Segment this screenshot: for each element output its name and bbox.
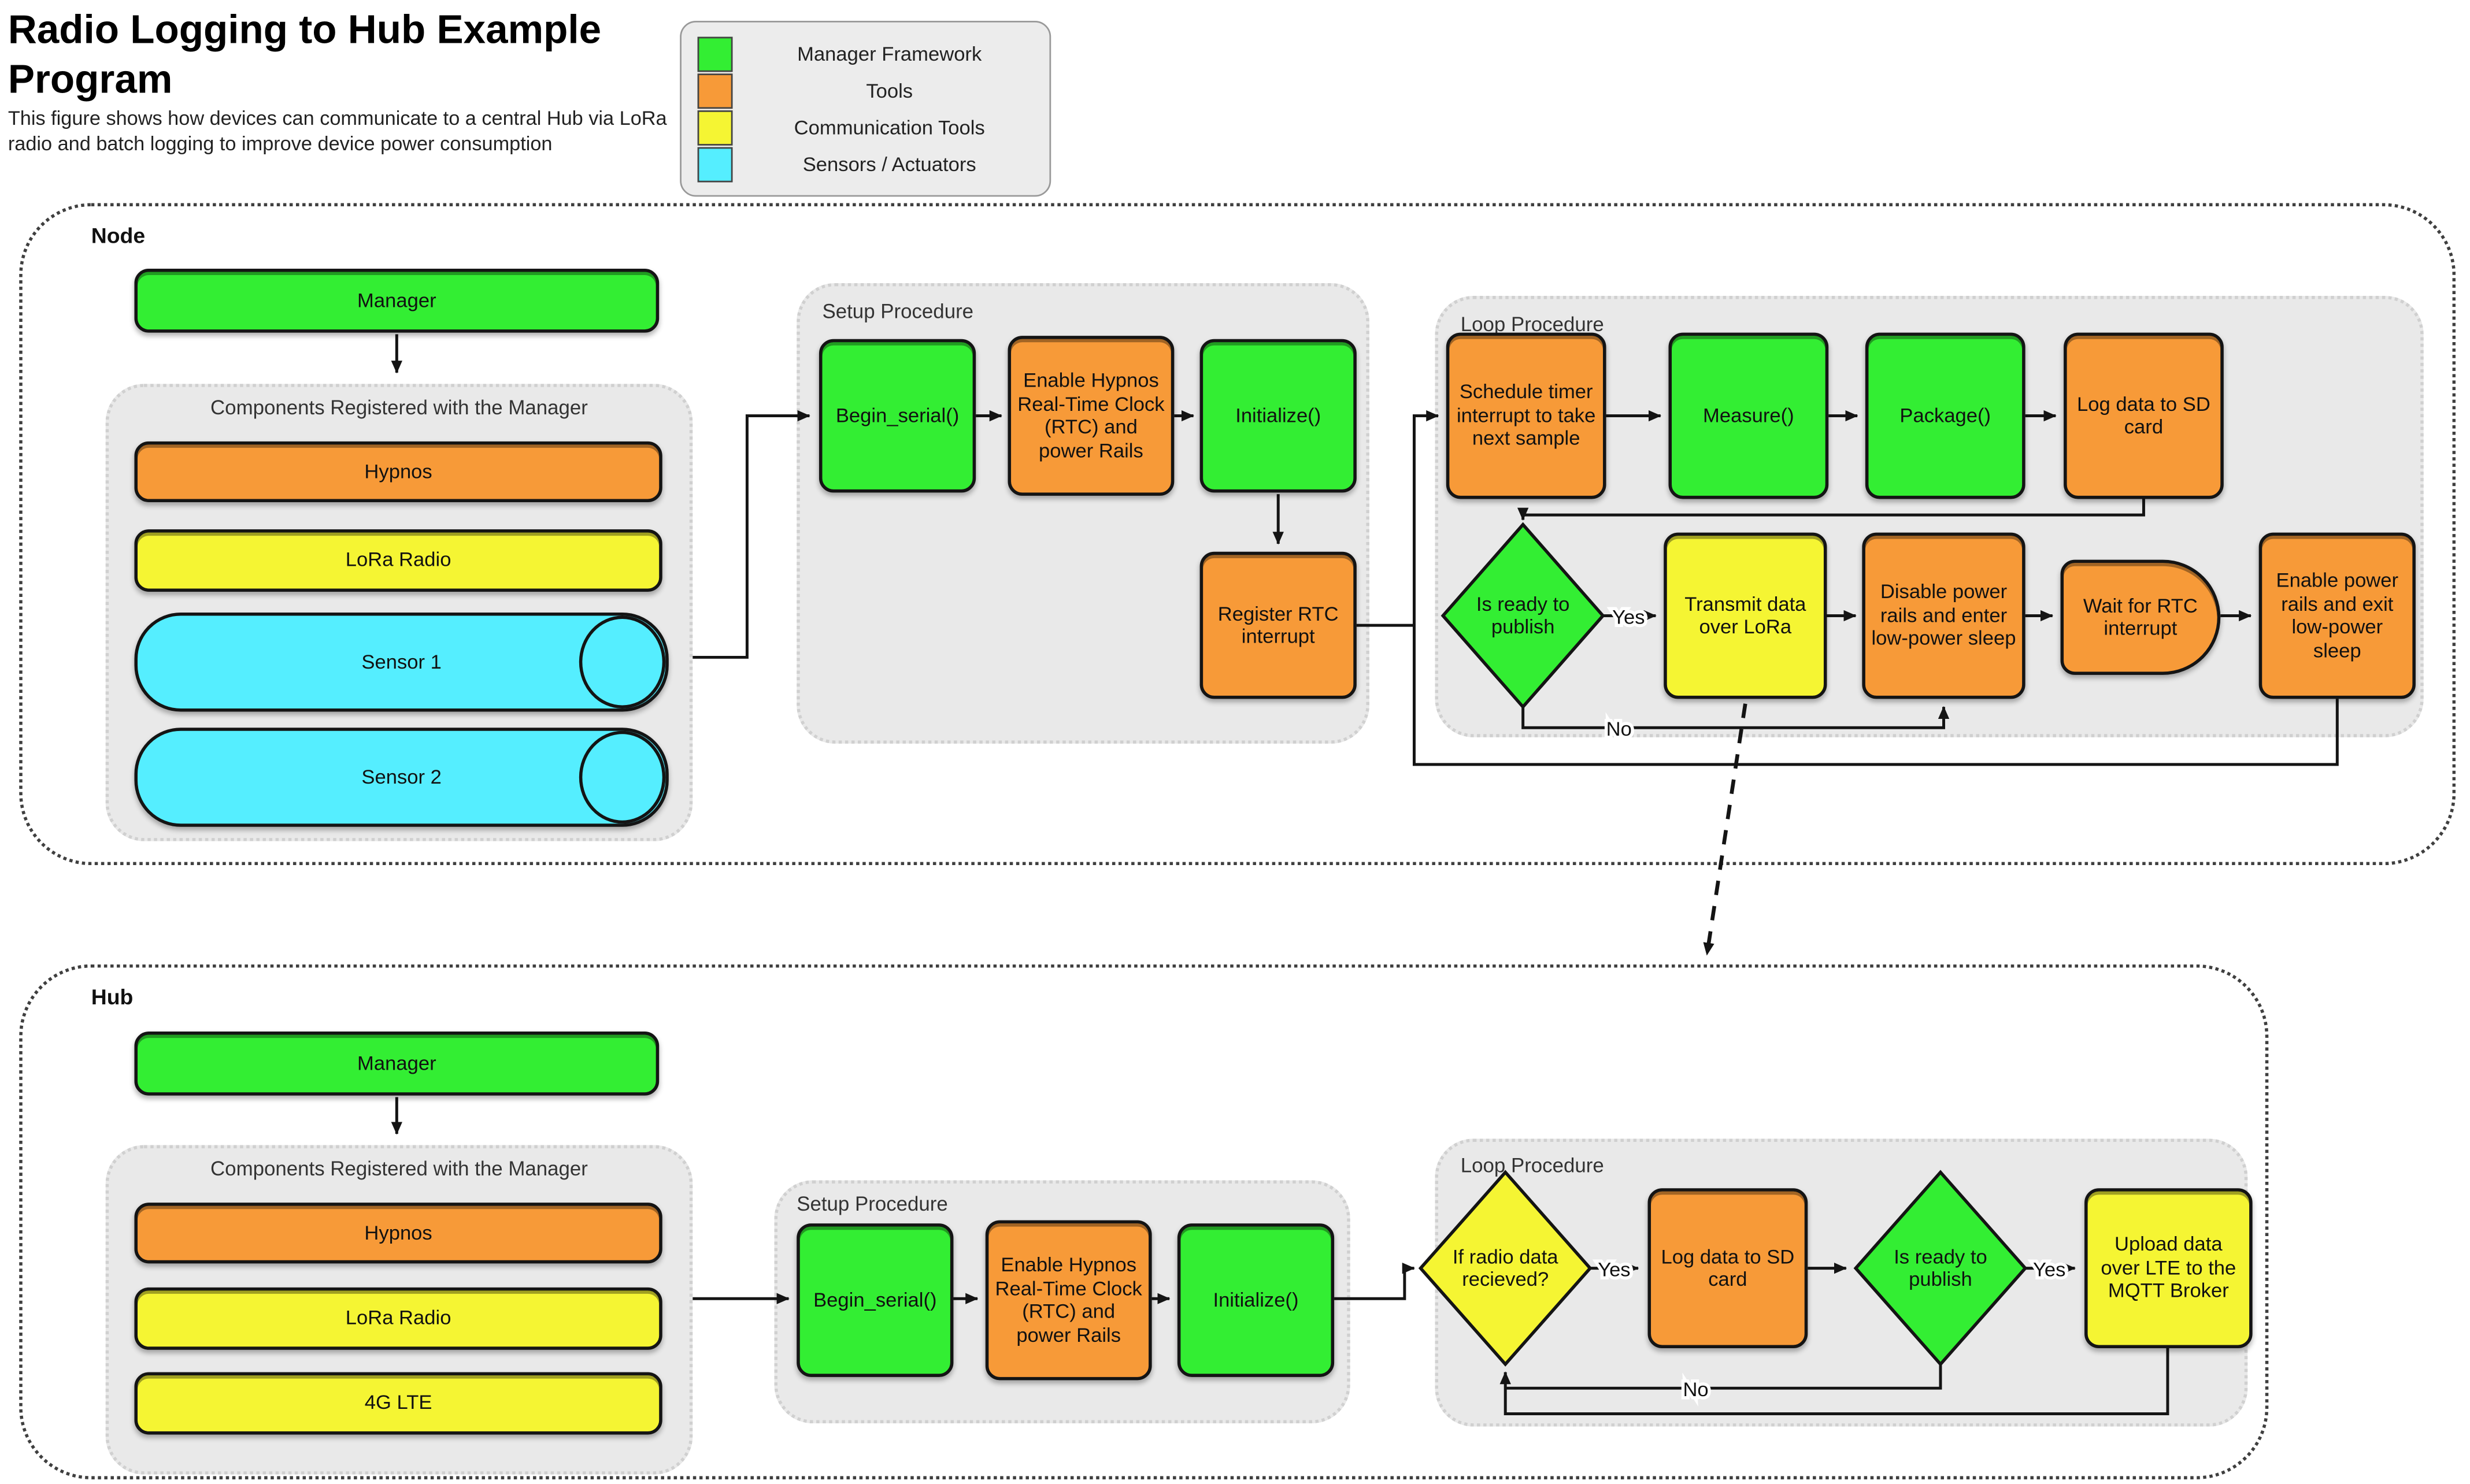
node-loop-package: Package()	[1865, 332, 2025, 499]
legend-label: Communication Tools	[794, 116, 985, 139]
hub-setup-initialize: Initialize()	[1177, 1223, 1335, 1377]
hub-component-4g-lte: 4G LTE	[134, 1372, 662, 1435]
page-subtitle: This figure shows how devices can commun…	[8, 107, 667, 155]
node-container	[19, 203, 2456, 866]
node-loop-measure: Measure()	[1668, 332, 1829, 499]
cylinder-cap	[579, 615, 666, 709]
legend-swatch-manager-framework	[697, 36, 733, 72]
node-loop-wait-rtc: Wait for RTC interrupt	[2060, 559, 2221, 675]
node-loop-schedule-timer: Schedule timer interrupt to take next sa…	[1446, 332, 1606, 499]
sensor-2-label: Sensor 2	[361, 766, 442, 789]
node-components-title: Components Registered with the Manager	[210, 396, 588, 420]
hub-container	[19, 964, 2269, 1479]
hub-is-ready-diamond-label: Is ready to publish	[1894, 1245, 1987, 1291]
node-component-lora-radio: LoRa Radio	[134, 529, 662, 592]
legend-swatch-sensors-actuators	[697, 146, 733, 182]
node-component-hypnos: Hypnos	[134, 441, 662, 502]
node-component-sensor-1: Sensor 1	[134, 612, 669, 712]
legend-swatch-tools	[697, 72, 733, 108]
page-title: Radio Logging to Hub Example Program	[8, 8, 602, 102]
legend-label: Manager Framework	[797, 42, 982, 65]
node-section-label: Node	[91, 224, 146, 248]
legend-item: Manager Framework	[697, 35, 1034, 72]
node-loop-disable-rails: Disable power rails and enter low-power …	[1862, 532, 2025, 699]
node-loop-log-sd: Log data to SD card	[2064, 332, 2224, 499]
hub-setup-begin-serial: Begin_serial()	[797, 1223, 954, 1377]
legend-swatch-communication-tools	[697, 109, 733, 145]
node-loop-title: Loop Procedure	[1460, 313, 1604, 336]
legend: Manager Framework Tools Communication To…	[680, 20, 1051, 197]
hub-setup-title: Setup Procedure	[797, 1193, 948, 1216]
hub-component-lora-radio: LoRa Radio	[134, 1287, 662, 1350]
legend-item: Sensors / Actuators	[697, 146, 1034, 183]
legend-item: Communication Tools	[697, 109, 1034, 146]
node-loop-enable-rails: Enable power rails and exit low-power sl…	[2258, 532, 2416, 699]
hub-section-label: Hub	[91, 985, 134, 1010]
hub-components-title: Components Registered with the Manager	[210, 1157, 588, 1181]
legend-label: Tools	[866, 79, 913, 102]
node-is-ready-diamond-label: Is ready to publish	[1476, 592, 1570, 639]
legend-label: Sensors / Actuators	[802, 153, 976, 176]
legend-item: Tools	[697, 72, 1034, 109]
hub-component-hypnos: Hypnos	[134, 1203, 662, 1264]
hub-loop-upload-mqtt: Upload data over LTE to the MQTT Broker	[2084, 1188, 2253, 1349]
hub-manager-box: Manager	[134, 1032, 660, 1096]
node-setup-begin-serial: Begin_serial()	[819, 339, 976, 493]
cylinder-cap	[579, 730, 666, 824]
node-setup-enable-hypnos: Enable Hypnos Real-Time Clock (RTC) and …	[1008, 336, 1175, 496]
node-component-sensor-2: Sensor 2	[134, 728, 669, 827]
node-loop-transmit-lora: Transmit data over LoRa	[1664, 532, 1827, 699]
node-manager-box: Manager	[134, 268, 660, 333]
node-setup-title: Setup Procedure	[822, 300, 974, 324]
node-setup-register-rtc: Register RTC interrupt	[1199, 551, 1357, 699]
hub-setup-enable-hypnos: Enable Hypnos Real-Time Clock (RTC) and …	[985, 1220, 1152, 1381]
sensor-1-label: Sensor 1	[361, 651, 442, 674]
hub-loop-log-sd: Log data to SD card	[1647, 1188, 1808, 1349]
node-setup-initialize: Initialize()	[1199, 339, 1357, 493]
hub-loop-title: Loop Procedure	[1460, 1155, 1604, 1177]
hub-radio-data-diamond-label: If radio data recieved?	[1452, 1245, 1558, 1291]
